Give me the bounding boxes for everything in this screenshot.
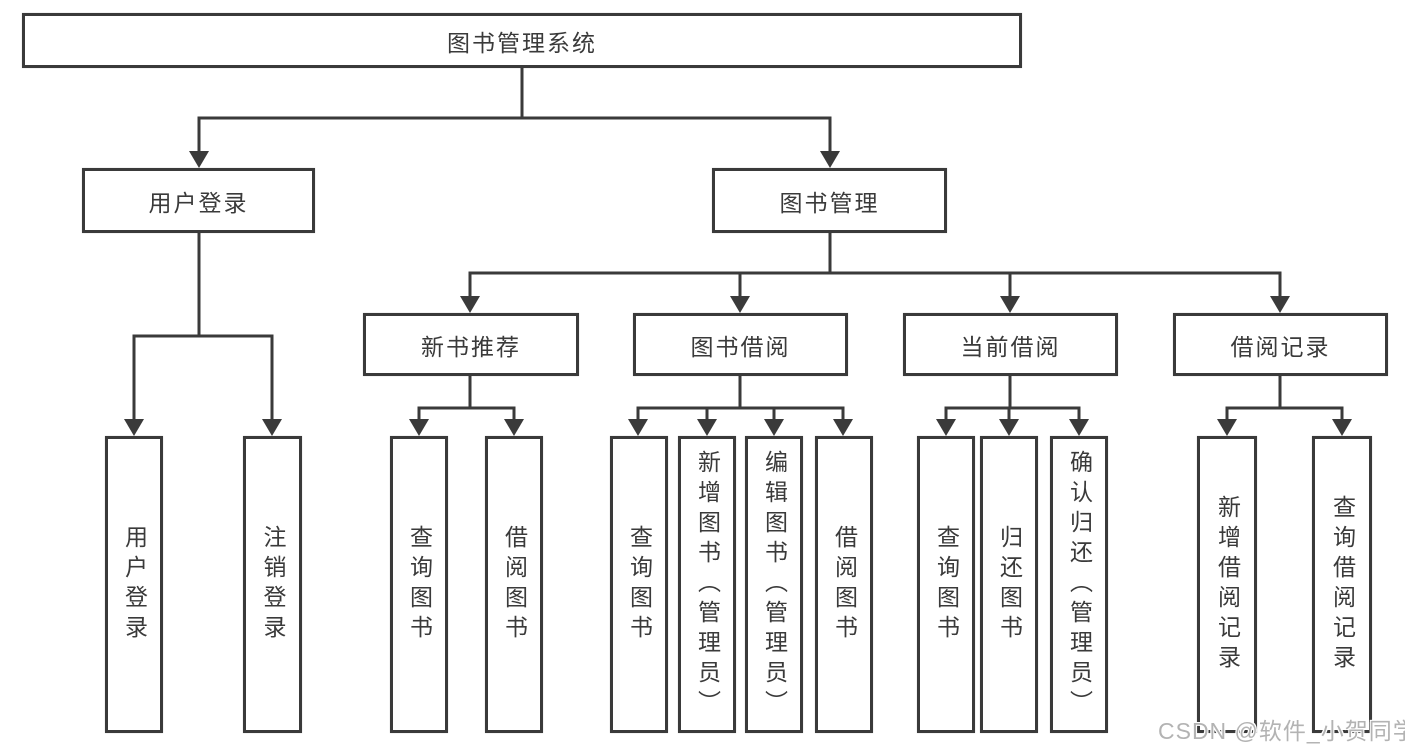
node-user-login: 用户登录	[82, 168, 315, 233]
node-borrow-records: 借阅记录	[1173, 313, 1388, 376]
leaf-borrow-books-recommend-label: 借阅图书	[501, 524, 528, 645]
node-current-borrowing-label: 当前借阅	[960, 333, 1061, 360]
node-book-borrowing-label: 图书借阅	[690, 333, 791, 360]
node-new-book-recommend-label: 新书推荐	[421, 333, 521, 360]
node-root: 图书管理系统	[22, 13, 1022, 68]
node-root-label: 图书管理系统	[447, 29, 597, 56]
node-current-borrowing: 当前借阅	[903, 313, 1118, 376]
leaf-add-borrow-record-label: 新增借阅记录	[1214, 494, 1241, 675]
leaf-return-books-label: 归还图书	[996, 524, 1023, 645]
leaf-query-books-borrowing: 查询图书	[610, 436, 668, 733]
node-borrow-records-label: 借阅记录	[1230, 333, 1331, 360]
leaf-query-books-borrowing-label: 查询图书	[626, 524, 653, 645]
leaf-edit-book-admin-label: 编辑图书（管理员）	[761, 449, 788, 720]
leaf-add-book-admin-label: 新增图书（管理员）	[694, 449, 721, 720]
leaf-user-login: 用户登录	[105, 436, 163, 733]
leaf-user-login-label: 用户登录	[121, 524, 148, 645]
leaf-borrow-books: 借阅图书	[815, 436, 873, 733]
leaf-add-borrow-record: 新增借阅记录	[1197, 436, 1257, 733]
leaf-edit-book-admin: 编辑图书（管理员）	[745, 436, 803, 733]
leaf-add-book-admin: 新增图书（管理员）	[678, 436, 736, 733]
leaf-return-books: 归还图书	[980, 436, 1038, 733]
leaf-logout: 注销登录	[243, 436, 302, 733]
node-new-book-recommend: 新书推荐	[363, 313, 579, 376]
leaf-query-borrow-record: 查询借阅记录	[1312, 436, 1372, 733]
leaf-borrow-books-label: 借阅图书	[831, 524, 858, 645]
node-user-login-label: 用户登录	[148, 189, 249, 216]
node-book-management-label: 图书管理	[779, 189, 880, 216]
leaf-query-books-current-label: 查询图书	[933, 524, 960, 645]
watermark: CSDN @软件_小贺同学	[1158, 718, 1405, 744]
node-book-borrowing: 图书借阅	[633, 313, 848, 376]
leaf-confirm-return-admin: 确认归还（管理员）	[1050, 436, 1108, 733]
leaf-query-books-recommend: 查询图书	[390, 436, 448, 733]
node-book-management: 图书管理	[712, 168, 947, 233]
leaf-query-books-recommend-label: 查询图书	[406, 524, 433, 645]
leaf-borrow-books-recommend: 借阅图书	[485, 436, 543, 733]
leaf-confirm-return-admin-label: 确认归还（管理员）	[1066, 449, 1093, 720]
leaf-query-borrow-record-label: 查询借阅记录	[1329, 494, 1356, 675]
leaf-logout-label: 注销登录	[260, 524, 286, 645]
leaf-query-books-current: 查询图书	[917, 436, 975, 733]
arrowheads	[124, 151, 1352, 436]
